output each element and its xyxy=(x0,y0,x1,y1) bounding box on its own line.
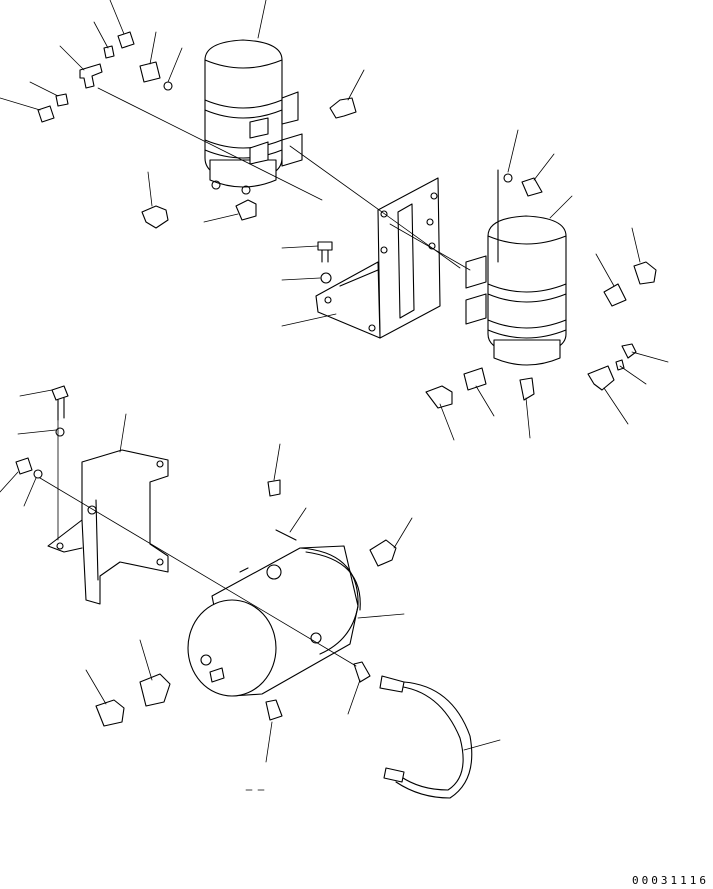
right-fittings xyxy=(425,261,657,409)
right-air-dryer xyxy=(465,169,567,366)
air-tank xyxy=(187,545,361,697)
leader-lines xyxy=(0,0,669,791)
tank-fittings xyxy=(95,479,397,727)
hose xyxy=(379,675,473,799)
center-lines xyxy=(39,87,471,667)
drawing-number: 00031116 xyxy=(632,874,709,887)
mount-bracket xyxy=(315,177,441,339)
upper-fittings xyxy=(37,31,357,229)
upper-air-dryer xyxy=(204,39,303,195)
tank-bracket xyxy=(15,385,169,605)
